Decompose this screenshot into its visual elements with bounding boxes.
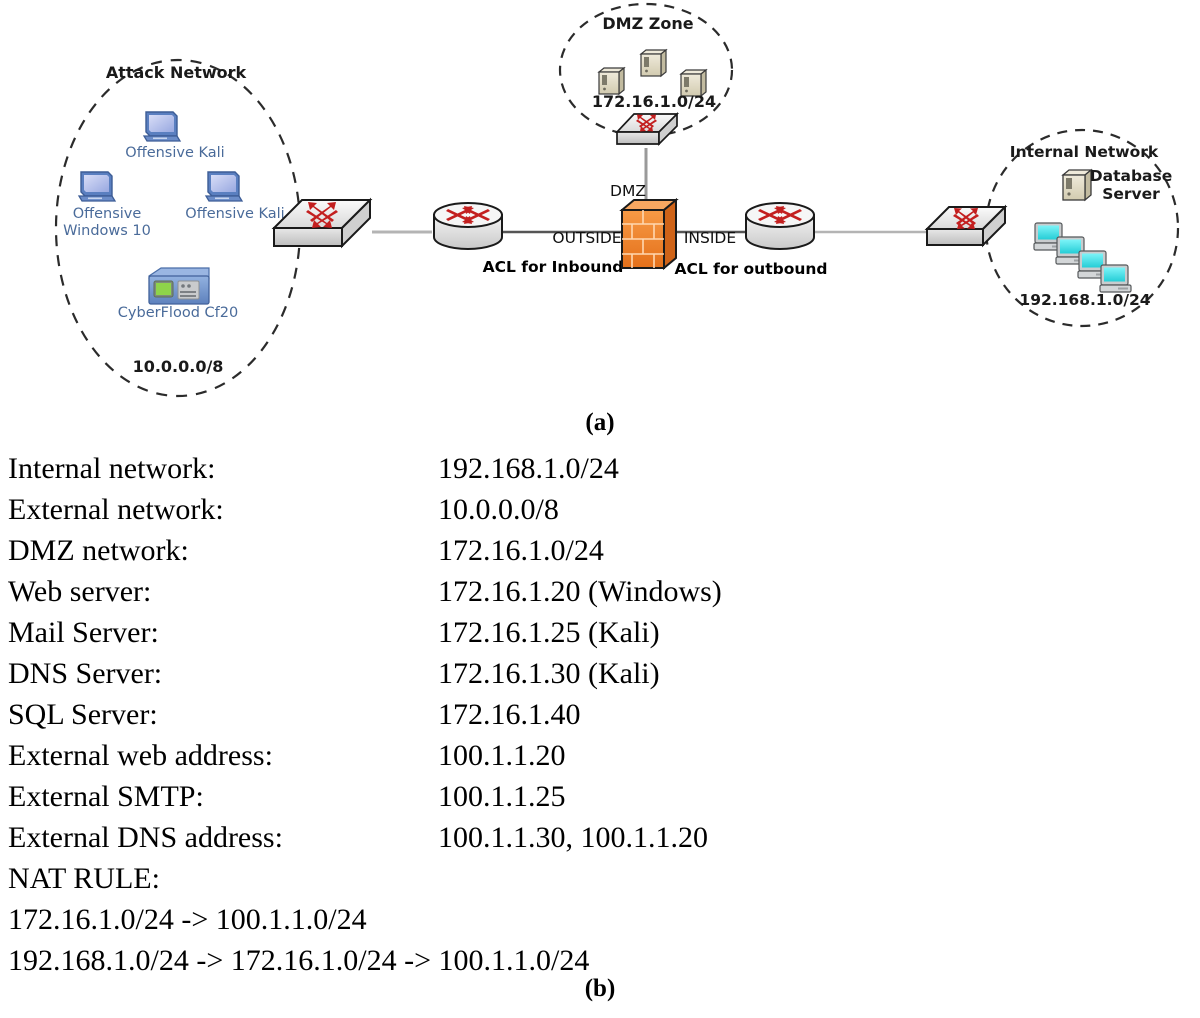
desktop-pc-icon — [1099, 264, 1132, 293]
spec-key: Mail Server: — [8, 616, 159, 649]
firewall-icon — [619, 197, 679, 271]
internal-workstations — [1033, 222, 1132, 293]
nat-rule-heading: NAT RULE: — [8, 862, 160, 895]
zone-attack-network: Attack Network Offensive Kali — [54, 58, 373, 398]
node-label: CyberFlood Cf20 — [118, 305, 238, 321]
node-label: Offensive Kali — [185, 206, 284, 222]
switch-icon — [924, 204, 1008, 248]
diagram-links — [372, 148, 930, 234]
spec-value: 192.168.1.0/24 — [438, 452, 619, 485]
figure-caption-a: (a) — [585, 409, 615, 436]
switch-icon — [615, 111, 680, 147]
figure-caption-b: (b) — [584, 975, 616, 1002]
spec-row: External network: 10.0.0.0/8 — [8, 489, 1192, 530]
router-icon — [745, 202, 815, 250]
attack-zone-title: Attack Network — [106, 63, 247, 82]
router-inbound-label: ACL for Inbound — [483, 258, 624, 276]
spec-row: External DNS address: 100.1.1.30, 100.1.… — [8, 817, 1192, 858]
db-label-line2: Server — [1102, 185, 1160, 203]
dmz-zone-title: DMZ Zone — [602, 14, 693, 33]
server-icon — [679, 68, 708, 98]
spec-row: Internal network: 192.168.1.0/24 — [8, 448, 1192, 489]
firewall-inside-label: INSIDE — [684, 229, 736, 247]
spec-row: DNS Server: 172.16.1.30 (Kali) — [8, 653, 1192, 694]
firewall-outside-label: OUTSIDE — [552, 229, 621, 247]
spec-row: Web server: 172.16.1.20 (Windows) — [8, 571, 1192, 612]
laptop-icon — [77, 171, 117, 202]
node-database-server: Database Server — [1061, 167, 1173, 203]
dmz-zone-subnet: 172.16.1.0/24 — [592, 92, 716, 111]
node-cyberflood: CyberFlood Cf20 — [118, 267, 238, 321]
router-inbound: ACL for Inbound — [433, 202, 624, 276]
spec-value: 100.1.1.20 — [438, 739, 566, 772]
internal-zone-boundary — [984, 128, 1180, 328]
node-label: Offensive Kali — [125, 145, 224, 161]
node-offensive-kali-right: Offensive Kali — [185, 171, 285, 222]
spec-value: 100.1.1.25 — [438, 780, 566, 813]
spec-value: 10.0.0.0/8 — [438, 493, 559, 526]
spec-key: External web address: — [8, 739, 273, 772]
spec-key: External DNS address: — [8, 821, 283, 854]
spec-key: DMZ network: — [8, 534, 189, 567]
dmz-zone-boundary — [558, 2, 734, 138]
laptop-icon — [204, 171, 244, 202]
spec-value: 172.16.1.30 (Kali) — [438, 657, 660, 690]
switch-icon — [271, 197, 373, 249]
zone-dmz: DMZ Zone — [558, 2, 734, 200]
spec-key: External SMTP: — [8, 780, 204, 813]
nat-rule-heading-row: NAT RULE: — [8, 858, 1192, 899]
zone-internal-network: Internal Network — [924, 128, 1180, 328]
spec-value: 100.1.1.30, 100.1.1.20 — [438, 821, 708, 854]
spec-key: DNS Server: — [8, 657, 163, 690]
network-diagram: Attack Network Offensive Kali — [0, 0, 1200, 400]
router-outbound-label: ACL for outbound — [674, 260, 827, 278]
spec-row: Mail Server: 172.16.1.25 (Kali) — [8, 612, 1192, 653]
nat-rule: 192.168.1.0/24 -> 172.16.1.0/24 -> 100.1… — [8, 944, 590, 977]
db-label-line1: Database — [1090, 167, 1173, 185]
spec-value: 172.16.1.0/24 — [438, 534, 604, 567]
node-label-line2: Windows 10 — [63, 223, 151, 239]
attack-zone-subnet: 10.0.0.0/8 — [133, 357, 224, 376]
internal-zone-subnet: 192.168.1.0/24 — [1019, 291, 1150, 309]
dmz-servers — [597, 48, 708, 98]
spec-key: External network: — [8, 493, 224, 526]
server-icon — [1061, 168, 1093, 202]
appliance-icon — [148, 267, 210, 305]
nat-rule-row: 192.168.1.0/24 -> 172.16.1.0/24 -> 100.1… — [8, 940, 1192, 981]
spec-row: External SMTP: 100.1.1.25 — [8, 776, 1192, 817]
firewall: OUTSIDE INSIDE — [552, 197, 736, 271]
spec-row: DMZ network: 172.16.1.0/24 — [8, 530, 1192, 571]
spec-key: Web server: — [8, 575, 152, 608]
spec-value: 172.16.1.20 (Windows) — [438, 575, 722, 608]
server-icon — [597, 66, 626, 96]
spec-key: Internal network: — [8, 452, 216, 485]
spec-value: 172.16.1.40 — [438, 698, 581, 731]
node-label-line1: Offensive — [73, 206, 142, 222]
nat-rule: 172.16.1.0/24 -> 100.1.1.0/24 — [8, 903, 367, 936]
spec-value: 172.16.1.25 (Kali) — [438, 616, 660, 649]
router-icon — [433, 202, 503, 250]
server-icon — [639, 48, 668, 78]
specification-list: Internal network: 192.168.1.0/24 Externa… — [8, 448, 1192, 981]
spec-row: SQL Server: 172.16.1.40 — [8, 694, 1192, 735]
internal-zone-title: Internal Network — [1010, 143, 1159, 161]
spec-key: SQL Server: — [8, 698, 158, 731]
laptop-icon — [142, 111, 182, 142]
spec-row: External web address: 100.1.1.20 — [8, 735, 1192, 776]
node-offensive-windows-10: Offensive Windows 10 — [63, 171, 151, 239]
nat-rule-row: 172.16.1.0/24 -> 100.1.1.0/24 — [8, 899, 1192, 940]
node-offensive-kali-top: Offensive Kali — [125, 111, 225, 161]
router-outbound: ACL for outbound — [674, 202, 828, 278]
dmz-interface-label: DMZ — [610, 182, 646, 200]
